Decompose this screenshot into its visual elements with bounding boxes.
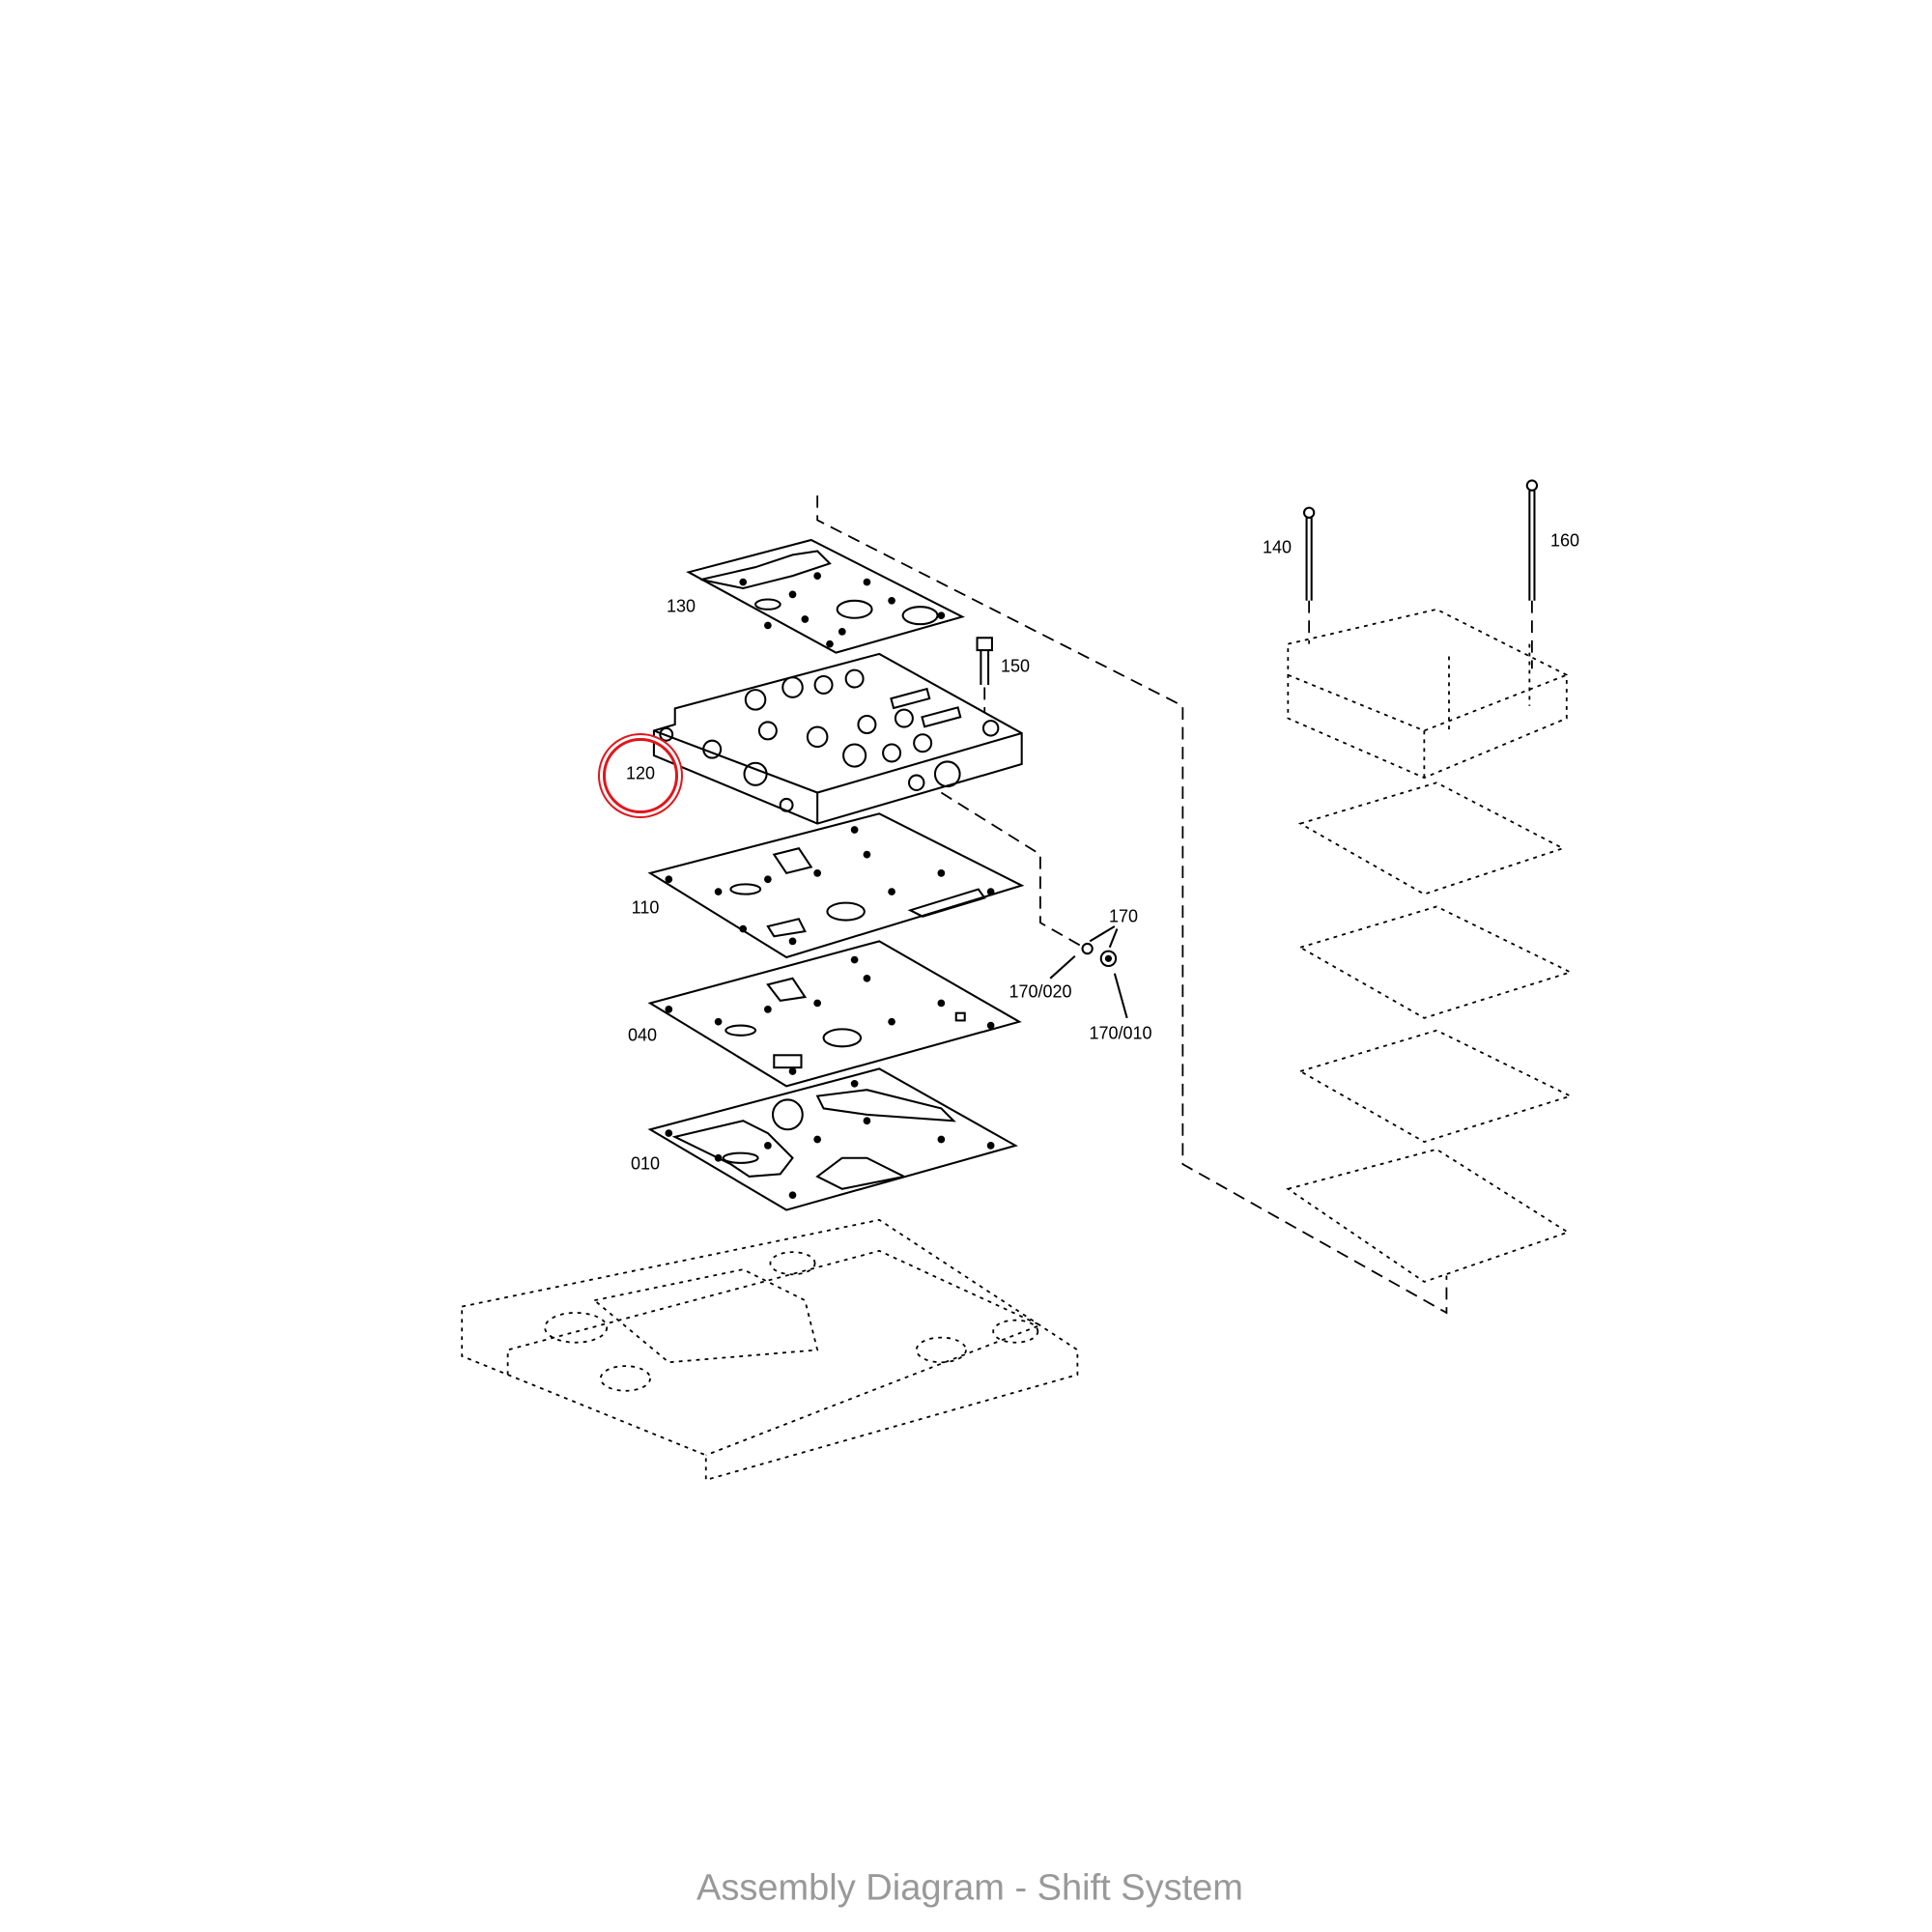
bolt-160 (1525, 479, 1539, 601)
plate-130 (686, 538, 965, 654)
valve-body-120 (652, 652, 1023, 825)
part-label-010[interactable]: 010 (630, 1153, 661, 1174)
bolt-140 (1302, 506, 1316, 601)
part-label-170[interactable]: 170 (1108, 906, 1139, 926)
part-label-110[interactable]: 110 (631, 897, 660, 918)
highlight-circle-120 (603, 738, 678, 813)
part-label-170-020[interactable]: 170/020 (1009, 981, 1072, 1002)
assembled-valve-stack (1286, 608, 1574, 1283)
part-label-170-010[interactable]: 170/010 (1089, 1023, 1152, 1043)
plug-170 (1049, 925, 1128, 1019)
part-label-120[interactable]: 120 (625, 763, 656, 783)
part-label-040[interactable]: 040 (627, 1025, 658, 1045)
plate-040 (647, 940, 1022, 1088)
plate-110 (647, 812, 1025, 959)
diagram-caption: Assembly Diagram - Shift System (696, 1867, 1243, 1909)
part-label-150[interactable]: 150 (1000, 656, 1031, 676)
part-label-130[interactable]: 130 (666, 596, 696, 616)
assembly-guide-lines (816, 495, 1533, 1315)
transmission-housing (461, 1218, 1079, 1482)
part-label-140[interactable]: 140 (1262, 537, 1293, 557)
bolt-150 (976, 637, 993, 685)
part-label-160[interactable]: 160 (1549, 530, 1580, 551)
plate-010 (647, 1067, 1018, 1211)
